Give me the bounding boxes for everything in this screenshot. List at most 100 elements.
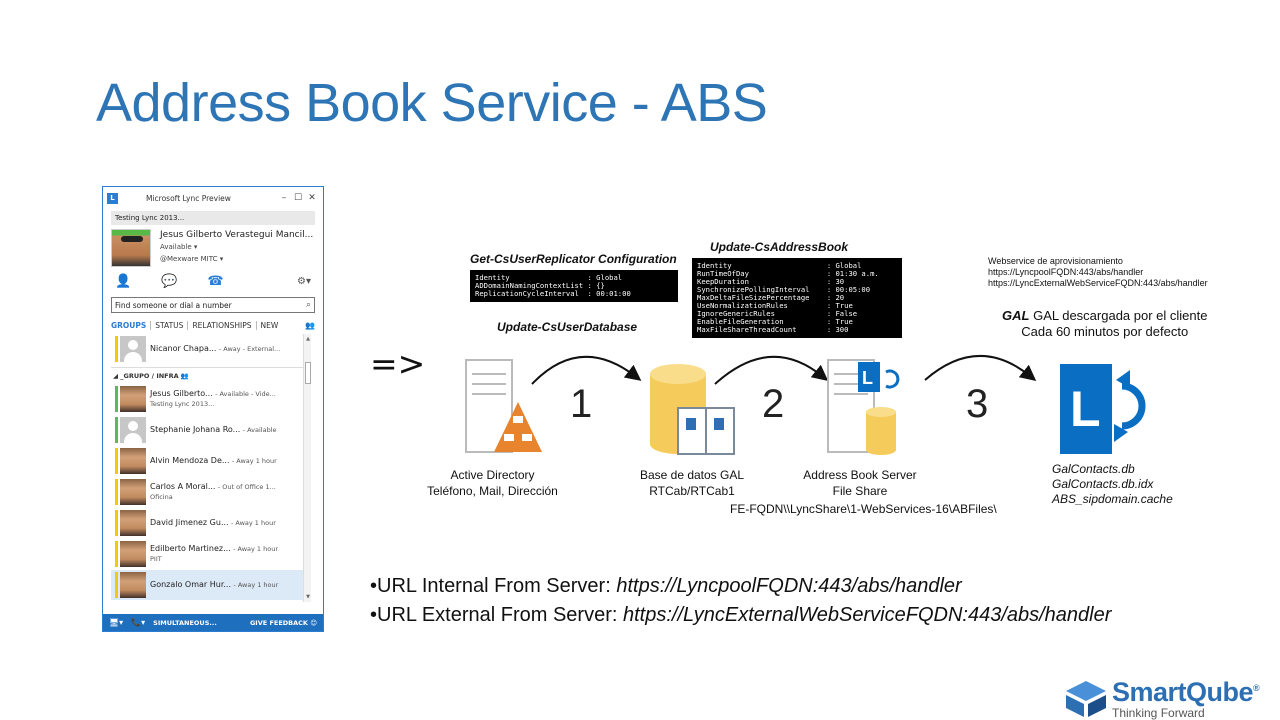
contact-list: Nicanor Chapa... - Away - External... ◢ … — [111, 334, 311, 602]
contact-name: Stephanie Johana Ro... — [150, 425, 241, 434]
avatar[interactable] — [111, 229, 151, 267]
scroll-thumb[interactable] — [305, 362, 311, 384]
flow-arrows: L L — [465, 355, 1146, 455]
contact-name: Edilberto Martinez... — [150, 544, 231, 553]
svg-text:L: L — [862, 368, 873, 388]
contact-tabs: GROUPS STATUS RELATIONSHIPS NEW 👥 — [111, 321, 315, 330]
divider — [111, 367, 305, 368]
bullet-external-url: •URL External From Server: https://LyncE… — [370, 601, 1111, 630]
bullet-text: •URL External From Server: — [370, 604, 623, 626]
avatar — [120, 386, 146, 412]
search-icon[interactable]: ⌕ — [305, 300, 311, 310]
arrow-step-1 — [531, 355, 642, 385]
terminal-line: ReplicationCycleInterval : 00:01:00 — [475, 289, 631, 298]
brand-name-text: SmartQube — [1112, 677, 1254, 707]
tab-groups[interactable]: GROUPS — [111, 321, 152, 330]
status-note[interactable]: Testing Lync 2013... — [111, 211, 315, 225]
avatar — [120, 479, 146, 505]
group-header[interactable]: ◢ _GRUPO / INFRA 👥 — [113, 372, 189, 380]
registered-mark: ® — [1253, 683, 1260, 693]
gear-icon[interactable]: ⚙▾ — [297, 275, 311, 287]
contact-status: - Away - External... — [218, 345, 281, 353]
avatar — [120, 541, 146, 567]
contact-name: Gonzalo Omar Hur... — [150, 580, 232, 589]
presence-bar — [115, 479, 118, 505]
contact-item[interactable]: Alvin Mendoza De... - Away 1 hour — [111, 446, 305, 476]
avatar — [120, 417, 146, 443]
terminal-addressbook: Identity : Global RunTimeOfDay : 01:30 a… — [692, 258, 902, 338]
presence-bar — [115, 541, 118, 567]
presence-bar — [115, 417, 118, 443]
address-book-server-icon: L — [827, 359, 900, 455]
webservice-note: Webservice de aprovisionamiento https://… — [988, 256, 1208, 289]
gal-database-label: Base de datos GAL RTCab/RTCab1 — [622, 467, 762, 499]
contact-item[interactable]: Jesus Gilberto... - Available - Vide...T… — [111, 384, 305, 414]
scroll-down-icon[interactable]: ▼ — [306, 594, 310, 600]
arrow-step-2 — [714, 355, 829, 385]
brand-logo: SmartQube® Thinking Forward — [1064, 677, 1274, 720]
phone-icon[interactable]: ☎ — [207, 273, 224, 289]
gal-note-line: Cada 60 minutos por defecto — [1021, 324, 1189, 339]
terminal-line: MaxFileShareThreadCount : 300 — [697, 325, 849, 334]
terminal-line: KeepDuration : 30 — [697, 277, 845, 286]
contact-name: Carlos A Moral... — [150, 482, 216, 491]
presence-bar — [115, 336, 118, 362]
tab-relationships[interactable]: RELATIONSHIPS — [192, 321, 257, 330]
conversations-icon[interactable]: 💬 — [161, 273, 178, 289]
minimize-icon[interactable]: – — [281, 193, 287, 203]
cmd-update-userdb-title: Update-CsUserDatabase — [497, 320, 638, 334]
tab-new[interactable]: NEW — [260, 321, 279, 330]
caption-line: Teléfono, Mail, Dirección — [427, 484, 558, 498]
svg-text:L: L — [1070, 381, 1101, 437]
tab-status[interactable]: STATUS — [155, 321, 189, 330]
gal-database-icon — [650, 364, 735, 455]
caption-line: File Share — [832, 484, 888, 498]
arrow-step-3 — [924, 355, 1037, 382]
give-feedback-button[interactable]: GIVE FEEDBACK 😊 — [250, 619, 317, 627]
file-share-path: FE-FQDN\\LyncShare\1-WebServices-16\ABFi… — [730, 502, 997, 516]
scroll-up-icon[interactable]: ▲ — [306, 336, 310, 342]
availability-dropdown[interactable]: Available ▾ — [160, 243, 198, 251]
contact-note: Oficina — [150, 493, 173, 501]
close-icon[interactable]: ✕ — [308, 193, 316, 203]
present-icon[interactable]: 🖥▾ — [109, 618, 124, 627]
terminal-line: UseNormalizationRules : True — [697, 301, 853, 310]
user-profile: Jesus Gilberto Verastegui Mancil... Avai… — [103, 225, 323, 269]
contact-note: Testing Lync 2013... — [150, 400, 215, 408]
group-icon: 👥 — [180, 372, 190, 380]
contact-item[interactable]: Carlos A Moral... - Out of Office 1... Of… — [111, 477, 305, 507]
simultaneous-ring-button[interactable]: SIMULTANEOUS... — [153, 618, 217, 627]
contact-item-selected[interactable]: Gonzalo Omar Hur... - Away 1 hour — [111, 570, 305, 600]
contact-item[interactable]: Nicanor Chapa... - Away - External... — [111, 334, 305, 364]
step-number: 3 — [966, 382, 989, 426]
webservice-line: https://LyncpoolFQDN:443/abs/handler — [988, 267, 1144, 277]
terminal-line: RunTimeOfDay : 01:30 a.m. — [697, 269, 879, 278]
presence-bar — [115, 572, 118, 598]
scrollbar[interactable]: ▲ ▼ — [303, 334, 311, 602]
search-placeholder: Find someone or dial a number — [115, 300, 232, 310]
call-forward-icon[interactable]: 📞▾ — [131, 618, 146, 627]
address-book-server-label: Address Book Server File Share — [790, 467, 930, 499]
avatar — [120, 336, 146, 362]
active-directory-server-icon — [465, 359, 542, 453]
avatar — [120, 448, 146, 474]
gal-download-note: GAL GAL descargada por el cliente Cada 6… — [1002, 308, 1208, 339]
search-input[interactable]: Find someone or dial a number ⌕ — [111, 297, 315, 313]
terminal-line: SynchronizePollingInterval : 00:05:00 — [697, 285, 871, 294]
brand-tagline: Thinking Forward — [1112, 706, 1205, 720]
webservice-line: https://LyncExternalWebServiceFQDN:443/a… — [988, 278, 1208, 288]
add-contact-icon[interactable]: 👥 — [305, 321, 315, 330]
step-number: 2 — [762, 382, 785, 426]
terminal-line: MaxDeltaFileSizePercentage : 20 — [697, 293, 845, 302]
lync-client-icon: L — [1060, 364, 1146, 454]
location-dropdown[interactable]: @Mexware MITC ▾ — [160, 255, 224, 263]
terminal-line: Identity : Global — [697, 261, 862, 270]
maximize-icon[interactable]: ☐ — [293, 193, 303, 203]
contact-item[interactable]: David Jimenez Gu... - Away 1 hour — [111, 508, 305, 538]
contacts-icon[interactable]: 👤 — [115, 273, 132, 289]
feedback-label: GIVE FEEDBACK — [249, 618, 308, 627]
contact-status: - Out of Office 1... — [217, 483, 276, 491]
contact-item[interactable]: Stephanie Johana Ro... - Available — [111, 415, 305, 445]
bullet-url: https://LyncpoolFQDN:443/abs/handler — [616, 575, 962, 597]
